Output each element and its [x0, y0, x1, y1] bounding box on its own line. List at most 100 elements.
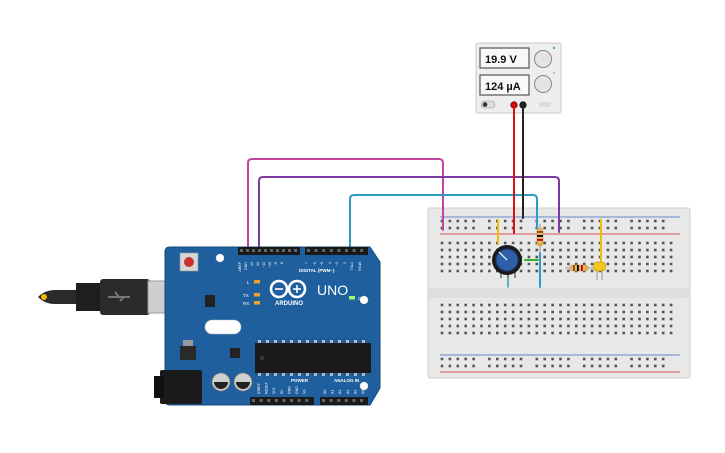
breadboard-hole[interactable] — [472, 248, 475, 252]
breadboard-hole[interactable] — [622, 255, 625, 259]
breadboard-hole[interactable] — [472, 219, 475, 223]
breadboard-hole[interactable] — [582, 364, 586, 368]
breadboard-hole[interactable] — [654, 357, 657, 361]
breadboard-hole[interactable] — [511, 310, 515, 314]
breadboard-hole[interactable] — [630, 357, 633, 361]
breadboard-hole[interactable] — [614, 303, 618, 307]
breadboard-hole[interactable] — [472, 324, 475, 328]
breadboard-hole[interactable] — [606, 241, 610, 245]
header-pin[interactable] — [345, 249, 348, 252]
breadboard-hole[interactable] — [519, 303, 523, 307]
breadboard-hole[interactable] — [503, 331, 507, 335]
breadboard-hole[interactable] — [448, 357, 452, 361]
breadboard-hole[interactable] — [661, 317, 665, 321]
led-yellow[interactable] — [593, 261, 606, 280]
breadboard-hole[interactable] — [503, 317, 507, 321]
header-pin[interactable] — [329, 399, 333, 402]
breadboard-hole[interactable] — [654, 317, 657, 321]
digital-header-left[interactable] — [238, 247, 300, 255]
breadboard-hole[interactable] — [654, 226, 657, 230]
breadboard-hole[interactable] — [606, 262, 610, 266]
breadboard-hole[interactable] — [519, 226, 523, 230]
breadboard-hole[interactable] — [582, 357, 586, 361]
breadboard-hole[interactable] — [598, 324, 602, 328]
breadboard-hole[interactable] — [511, 324, 515, 328]
breadboard-hole[interactable] — [440, 364, 444, 368]
breadboard-hole[interactable] — [543, 262, 546, 266]
breadboard-hole[interactable] — [464, 303, 467, 307]
breadboard-hole[interactable] — [630, 324, 633, 328]
breadboard-hole[interactable] — [598, 303, 602, 307]
breadboard-hole[interactable] — [527, 262, 531, 266]
breadboard-hole[interactable] — [488, 248, 491, 252]
breadboard-hole[interactable] — [488, 324, 491, 328]
breadboard-hole[interactable] — [575, 248, 578, 252]
breadboard-hole[interactable] — [638, 241, 641, 245]
breadboard-hole[interactable] — [646, 324, 649, 328]
breadboard-hole[interactable] — [464, 317, 467, 321]
breadboard-hole[interactable] — [661, 226, 665, 230]
breadboard-hole[interactable] — [622, 331, 625, 335]
resistor-vertical[interactable] — [536, 224, 544, 252]
breadboard-hole[interactable] — [575, 310, 578, 314]
breadboard-hole[interactable] — [646, 219, 649, 223]
resistor-horizontal[interactable] — [565, 264, 596, 272]
breadboard-hole[interactable] — [511, 357, 515, 361]
breadboard-hole[interactable] — [519, 219, 523, 223]
breadboard-hole[interactable] — [543, 357, 546, 361]
breadboard-hole[interactable] — [488, 317, 491, 321]
breadboard-hole[interactable] — [543, 248, 546, 252]
breadboard-hole[interactable] — [661, 262, 665, 266]
header-pin[interactable] — [322, 249, 326, 252]
breadboard-hole[interactable] — [496, 310, 499, 314]
breadboard-hole[interactable] — [638, 248, 641, 252]
breadboard-hole[interactable] — [440, 357, 444, 361]
breadboard-hole[interactable] — [519, 241, 523, 245]
breadboard-hole[interactable] — [614, 324, 618, 328]
breadboard-hole[interactable] — [630, 310, 633, 314]
breadboard-hole[interactable] — [472, 241, 475, 245]
breadboard-hole[interactable] — [519, 310, 523, 314]
breadboard-hole[interactable] — [614, 310, 618, 314]
breadboard-hole[interactable] — [488, 357, 491, 361]
breadboard-hole[interactable] — [567, 317, 570, 321]
breadboard[interactable] — [427, 207, 691, 379]
breadboard-hole[interactable] — [511, 317, 515, 321]
breadboard-hole[interactable] — [535, 269, 539, 273]
breadboard-hole[interactable] — [527, 331, 531, 335]
breadboard-hole[interactable] — [519, 331, 523, 335]
breadboard-hole[interactable] — [582, 219, 586, 223]
breadboard-hole[interactable] — [575, 241, 578, 245]
breadboard-hole[interactable] — [488, 262, 491, 266]
breadboard-hole[interactable] — [661, 364, 665, 368]
breadboard-hole[interactable] — [638, 324, 641, 328]
breadboard-hole[interactable] — [535, 364, 539, 368]
breadboard-hole[interactable] — [456, 331, 460, 335]
breadboard-hole[interactable] — [448, 226, 452, 230]
breadboard-hole[interactable] — [575, 255, 578, 259]
breadboard-hole[interactable] — [503, 310, 507, 314]
breadboard-hole[interactable] — [630, 331, 633, 335]
breadboard-hole[interactable] — [551, 241, 554, 245]
breadboard-hole[interactable] — [606, 310, 610, 314]
breadboard-hole[interactable] — [598, 364, 602, 368]
header-pin[interactable] — [258, 249, 261, 252]
breadboard-hole[interactable] — [503, 219, 507, 223]
breadboard-hole[interactable] — [480, 248, 483, 252]
breadboard-hole[interactable] — [535, 262, 539, 266]
breadboard-hole[interactable] — [638, 331, 641, 335]
breadboard-hole[interactable] — [480, 241, 483, 245]
breadboard-hole[interactable] — [464, 226, 467, 230]
breadboard-hole[interactable] — [503, 324, 507, 328]
breadboard-hole[interactable] — [559, 357, 562, 361]
breadboard-hole[interactable] — [440, 310, 444, 314]
breadboard-hole[interactable] — [630, 303, 633, 307]
breadboard-hole[interactable] — [527, 241, 531, 245]
breadboard-hole[interactable] — [551, 310, 554, 314]
breadboard-hole[interactable] — [661, 303, 665, 307]
breadboard-hole[interactable] — [543, 269, 546, 273]
breadboard-hole[interactable] — [496, 317, 499, 321]
breadboard-hole[interactable] — [448, 262, 452, 266]
breadboard-hole[interactable] — [527, 248, 531, 252]
breadboard-hole[interactable] — [669, 331, 673, 335]
